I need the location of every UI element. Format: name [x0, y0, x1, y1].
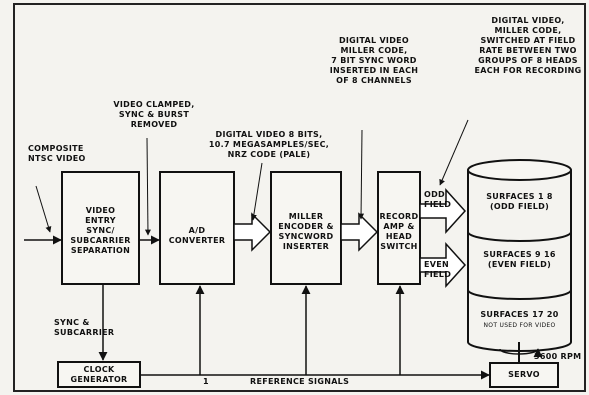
ad-to-miller-bus-arrow	[233, 212, 272, 252]
reference-signals-label: REFERENCE SIGNALS	[250, 377, 350, 386]
miller-to-record-bus-arrow	[340, 212, 379, 252]
digital7-leader	[358, 129, 365, 220]
switched-leader	[439, 119, 469, 186]
surfaces-9-16-label: SURFACES 9 16 (EVEN FIELD)	[483, 250, 556, 269]
digital8-leader	[250, 162, 263, 221]
video-entry-label: VIDEO ENTRY SYNC/ SUBCARRIER SEPARATION	[70, 206, 131, 255]
even-field-label: EVEN FIELD	[424, 260, 452, 279]
clock-generator-box	[57, 361, 141, 388]
clock-generator-label: CLOCK GENERATOR	[70, 365, 128, 384]
disk-stack	[467, 159, 572, 352]
digital-switched-label: DIGITAL VIDEO, MILLER CODE, SWITCHED AT …	[474, 16, 582, 75]
surfaces-17-20-label: SURFACES 17 20	[480, 310, 559, 319]
odd-field-bus-arrow	[419, 188, 467, 234]
digital-8bit-label: DIGITAL VIDEO 8 BITS, 10.7 MEGASAMPLES/S…	[208, 130, 330, 159]
servo-label: SERVO	[508, 370, 540, 379]
record-amp-label: RECORD AMP & HEAD SWITCH	[379, 212, 419, 251]
servo-box	[489, 362, 559, 388]
clamped-leader	[144, 137, 151, 236]
video-clamped-label: VIDEO CLAMPED, SYNC & BURST REMOVED	[113, 100, 195, 129]
not-used-label: NOT USED FOR VIDEO	[483, 322, 556, 329]
composite-leader	[35, 185, 52, 233]
ad-converter-box	[159, 171, 235, 285]
video-entry-box	[61, 171, 140, 285]
sync-subcarrier-label: SYNC & SUBCARRIER	[54, 318, 115, 337]
even-field-bus-arrow	[419, 242, 467, 288]
rpm-label: 3600 RPM	[534, 352, 582, 361]
ad-converter-label: A/D CONVERTER	[168, 226, 226, 245]
composite-label: COMPOSITE NTSC VIDEO	[28, 144, 86, 163]
rotation-arrow-icon	[499, 348, 543, 358]
outer-frame	[13, 3, 586, 392]
one-label: 1	[203, 377, 209, 386]
surfaces-1-8-label: SURFACES 1 8 (ODD FIELD)	[486, 192, 553, 211]
odd-field-label: ODD FIELD	[424, 190, 452, 209]
digital-7bit-label: DIGITAL VIDEO MILLER CODE, 7 BIT SYNC WO…	[329, 36, 419, 85]
record-amp-box	[377, 171, 421, 285]
miller-encoder-label: MILLER ENCODER & SYNCWORD INSERTER	[278, 212, 334, 251]
